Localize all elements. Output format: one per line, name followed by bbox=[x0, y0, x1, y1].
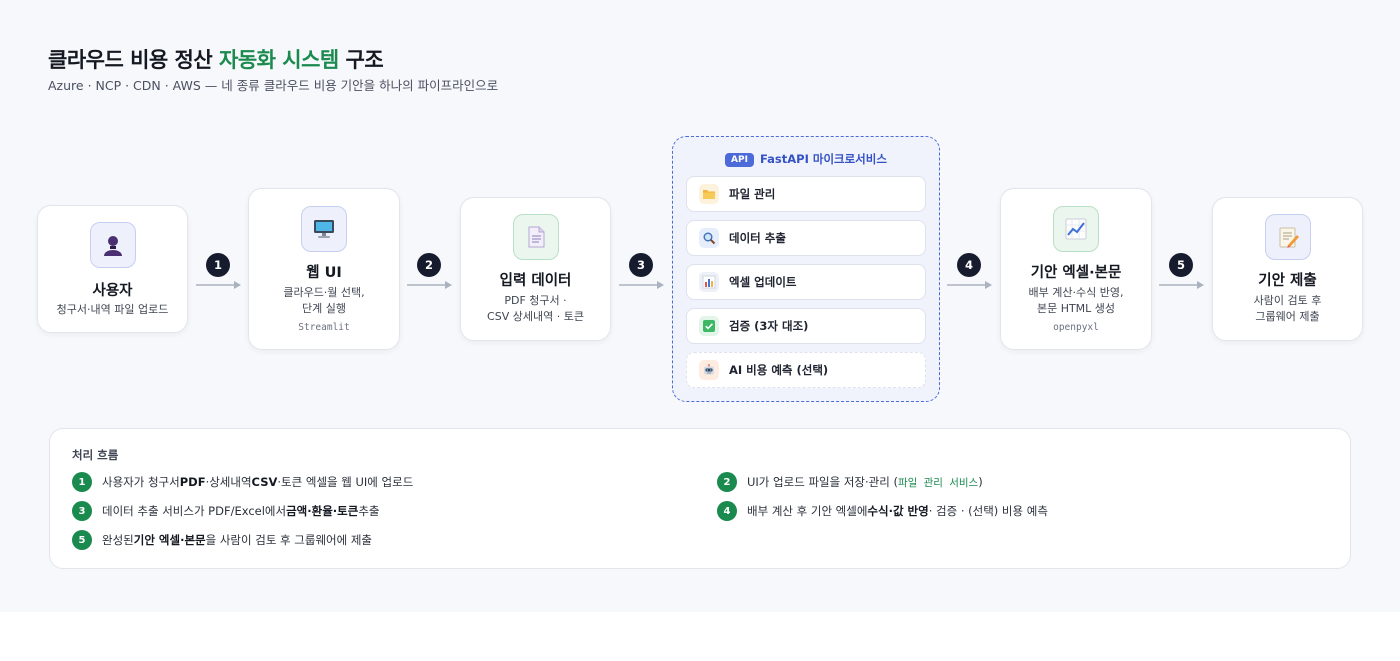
node-desc-line1: 배부 계산·수식 반영, bbox=[1028, 286, 1124, 299]
service-label: 엑셀 업데이트 bbox=[729, 275, 797, 289]
node-desc-line1: 사람이 검토 후 bbox=[1253, 294, 1322, 307]
service-label: 데이터 추출 bbox=[729, 231, 786, 245]
service-ai-prediction: AI 비용 예측 (선택) bbox=[686, 352, 926, 388]
process-flow-panel: 처리 흐름 1 사용자가 청구서 PDF·상세내역 CSV·토큰 엑셀을 웹 U… bbox=[49, 428, 1351, 569]
node-input-data: 입력 데이터 PDF 청구서 · CSV 상세내역 · 토큰 bbox=[460, 197, 611, 341]
page-subtitle: Azure · NCP · CDN · AWS — 네 종류 클라우드 비용 기… bbox=[48, 78, 499, 93]
service-label: AI 비용 예측 (선택) bbox=[729, 363, 829, 377]
service-label: 파일 관리 bbox=[729, 187, 776, 201]
step-badge-4: 4 bbox=[957, 253, 981, 277]
node-title: 기안 엑셀·본문 bbox=[1030, 265, 1122, 281]
flow-number: 2 bbox=[717, 472, 737, 492]
flow-item-1: 1 사용자가 청구서 PDF·상세내역 CSV·토큰 엑셀을 웹 UI에 업로드 bbox=[72, 472, 413, 492]
memo-pencil-icon bbox=[1264, 214, 1311, 260]
service-validation: 검증 (3자 대조) bbox=[686, 308, 926, 344]
folder-icon bbox=[699, 184, 719, 204]
step-badge-3: 3 bbox=[629, 253, 653, 277]
service-excel-update: 엑셀 업데이트 bbox=[686, 264, 926, 300]
diagram-canvas: 클라우드 비용 정산 자동화 시스템 구조 Azure · NCP · CDN … bbox=[37, 48, 1363, 569]
node-user: 사용자 청구서·내역 파일 업로드 bbox=[37, 205, 188, 333]
flow-title: 처리 흐름 bbox=[72, 448, 119, 462]
step-badge-1: 1 bbox=[206, 253, 230, 277]
node-draft-submit: 기안 제출 사람이 검토 후 그룹웨어 제출 bbox=[1212, 197, 1363, 341]
node-draft-excel: 기안 엑셀·본문 배부 계산·수식 반영, 본문 HTML 생성 openpyx… bbox=[1000, 188, 1152, 350]
step-badge-2: 2 bbox=[417, 253, 441, 277]
api-header: API FastAPI 마이크로서비스 bbox=[673, 151, 939, 167]
node-tech: openpyxl bbox=[1053, 322, 1099, 333]
node-desc-line1: 클라우드·월 선택, bbox=[283, 286, 365, 299]
magnifier-icon bbox=[699, 228, 719, 248]
arrow-connector-1 bbox=[196, 281, 241, 289]
title-accent: 자동화 시스템 bbox=[219, 48, 339, 72]
flow-number: 5 bbox=[72, 530, 92, 550]
node-desc-line1: PDF 청구서 · bbox=[504, 294, 567, 307]
node-desc-line2: CSV 상세내역 · 토큰 bbox=[487, 310, 584, 323]
checkmark-icon bbox=[699, 316, 719, 336]
arrow-connector-3 bbox=[619, 281, 664, 289]
flow-number: 1 bbox=[72, 472, 92, 492]
document-icon bbox=[512, 214, 559, 260]
node-title: 사용자 bbox=[92, 283, 133, 299]
step-badge-5: 5 bbox=[1169, 253, 1193, 277]
chart-icon bbox=[1053, 206, 1099, 252]
service-file-management: 파일 관리 bbox=[686, 176, 926, 212]
robot-icon bbox=[699, 360, 719, 380]
bar-chart-icon bbox=[699, 272, 719, 292]
user-icon bbox=[89, 222, 136, 268]
api-tag: API bbox=[725, 153, 754, 167]
node-title: 입력 데이터 bbox=[499, 273, 572, 289]
node-title: 기안 제출 bbox=[1258, 273, 1317, 289]
api-title: FastAPI 마이크로서비스 bbox=[759, 152, 887, 166]
page-title: 클라우드 비용 정산 자동화 시스템 구조 bbox=[48, 48, 384, 72]
monitor-icon bbox=[301, 206, 347, 252]
node-desc-line2: 그룹웨어 제출 bbox=[1255, 310, 1320, 323]
arrow-connector-5 bbox=[1159, 281, 1204, 289]
node-desc: 청구서·내역 파일 업로드 bbox=[56, 303, 169, 316]
service-data-extraction: 데이터 추출 bbox=[686, 220, 926, 256]
service-label: 검증 (3자 대조) bbox=[729, 319, 809, 333]
flow-number: 4 bbox=[717, 501, 737, 521]
flow-item-4: 4 배부 계산 후 기안 엑셀에 수식·값 반영 · 검증 · (선택) 비용 … bbox=[717, 501, 1048, 521]
node-title: 웹 UI bbox=[306, 265, 342, 281]
node-desc-line2: 본문 HTML 생성 bbox=[1036, 302, 1116, 315]
arrow-connector-4 bbox=[947, 281, 992, 289]
arrow-connector-2 bbox=[407, 281, 452, 289]
node-desc-line2: 단계 실행 bbox=[302, 302, 346, 315]
flow-item-3: 3 데이터 추출 서비스가 PDF/Excel에서 금액·환율·토큰 추출 bbox=[72, 501, 379, 521]
node-tech: Streamlit bbox=[298, 322, 350, 333]
flow-number: 3 bbox=[72, 501, 92, 521]
node-web-ui: 웹 UI 클라우드·월 선택, 단계 실행 Streamlit bbox=[248, 188, 400, 350]
flow-item-2: 2 UI가 업로드 파일을 저장·관리 (파일 관리 서비스) bbox=[717, 472, 983, 492]
